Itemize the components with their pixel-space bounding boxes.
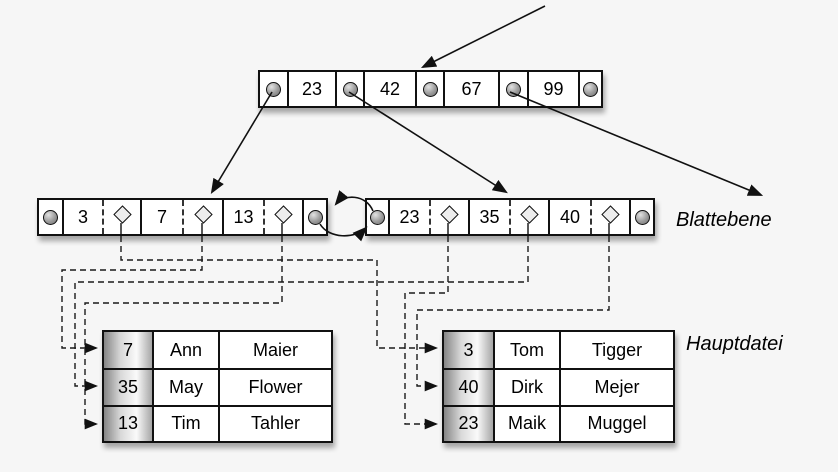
table-cell-name: May [152, 368, 218, 405]
main-file-table-right: 3 Tom Tigger 40 Dirk Mejer 23 Maik Mugge… [442, 330, 675, 443]
pointer-cell [302, 200, 326, 234]
root-key-cell: 99 [527, 72, 578, 106]
leaf-key-cell: 13 [222, 200, 263, 234]
pointer-circle-icon [307, 209, 323, 225]
table-cell-name: Maik [493, 404, 559, 441]
record-pointer-diamond-icon [112, 204, 132, 224]
leaf-level-label: Blattebene [676, 209, 772, 231]
record-pointer-cell [263, 200, 302, 234]
pointer-circle-icon [583, 81, 598, 97]
pointer-cell [498, 72, 527, 106]
table-cell-name: Tom [493, 332, 559, 369]
record-pointer-diamond-icon [193, 204, 213, 224]
arrow-into-root [420, 5, 546, 69]
main-file-table-left: 7 Ann Maier 35 May Flower 13 Tim Tahler [102, 330, 333, 443]
table-cell-name: Ann [152, 332, 218, 369]
pointer-cell [415, 72, 443, 106]
pointer-cell [629, 200, 653, 234]
record-pointer-cell [102, 200, 140, 234]
main-file-label: Hauptdatei [686, 333, 783, 355]
pointer-cell [367, 200, 388, 234]
pointer-circle-icon [506, 81, 521, 97]
pointer-circle-icon [43, 209, 58, 225]
root-node: 23 42 67 99 [258, 70, 603, 108]
record-pointer-diamond-icon [601, 204, 620, 224]
table-cell-surname: Muggel [559, 404, 673, 441]
pointer-circle-icon [370, 209, 385, 225]
table-cell-surname: Maier [218, 332, 331, 369]
leaf-key-cell: 3 [62, 200, 102, 234]
pointer-cell [39, 200, 62, 234]
leaf-key-cell: 40 [548, 200, 590, 234]
table-cell-key: 13 [104, 404, 152, 441]
record-pointer-diamond-icon [440, 204, 459, 224]
table-cell-name: Tim [152, 404, 218, 441]
record-pointer-cell [429, 200, 468, 234]
pointer-cell [578, 72, 601, 106]
root-key-cell: 67 [443, 72, 498, 106]
record-pointer-cell [509, 200, 548, 234]
pointer-circle-icon [342, 81, 358, 97]
table-cell-name: Dirk [493, 368, 559, 405]
table-cell-surname: Tahler [218, 404, 331, 441]
table-cell-key: 23 [444, 404, 493, 441]
table-cell-key: 40 [444, 368, 493, 405]
record-pointer-diamond-icon [520, 204, 539, 224]
table-cell-surname: Mejer [559, 368, 673, 405]
record-pointer-cell [590, 200, 629, 234]
pointer-cell [260, 72, 287, 106]
pointer-circle-icon [634, 209, 650, 225]
root-key-cell: 23 [287, 72, 335, 106]
record-pointer-cell [182, 200, 222, 234]
pointer-circle-icon [422, 81, 438, 97]
table-cell-key: 7 [104, 332, 152, 369]
record-pointer-diamond-icon [274, 204, 293, 224]
pointer-circle-icon [266, 81, 281, 97]
leaf-key-cell: 7 [140, 200, 182, 234]
left-leaf-node: 3 7 13 [37, 198, 328, 236]
pointer-cell [335, 72, 363, 106]
right-leaf-node: 23 35 40 [365, 198, 655, 236]
table-cell-key: 35 [104, 368, 152, 405]
leaf-key-cell: 23 [388, 200, 429, 234]
table-cell-key: 3 [444, 332, 493, 369]
table-cell-surname: Flower [218, 368, 331, 405]
leaf-key-cell: 35 [468, 200, 509, 234]
root-key-cell: 42 [363, 72, 415, 106]
table-cell-surname: Tigger [559, 332, 673, 369]
